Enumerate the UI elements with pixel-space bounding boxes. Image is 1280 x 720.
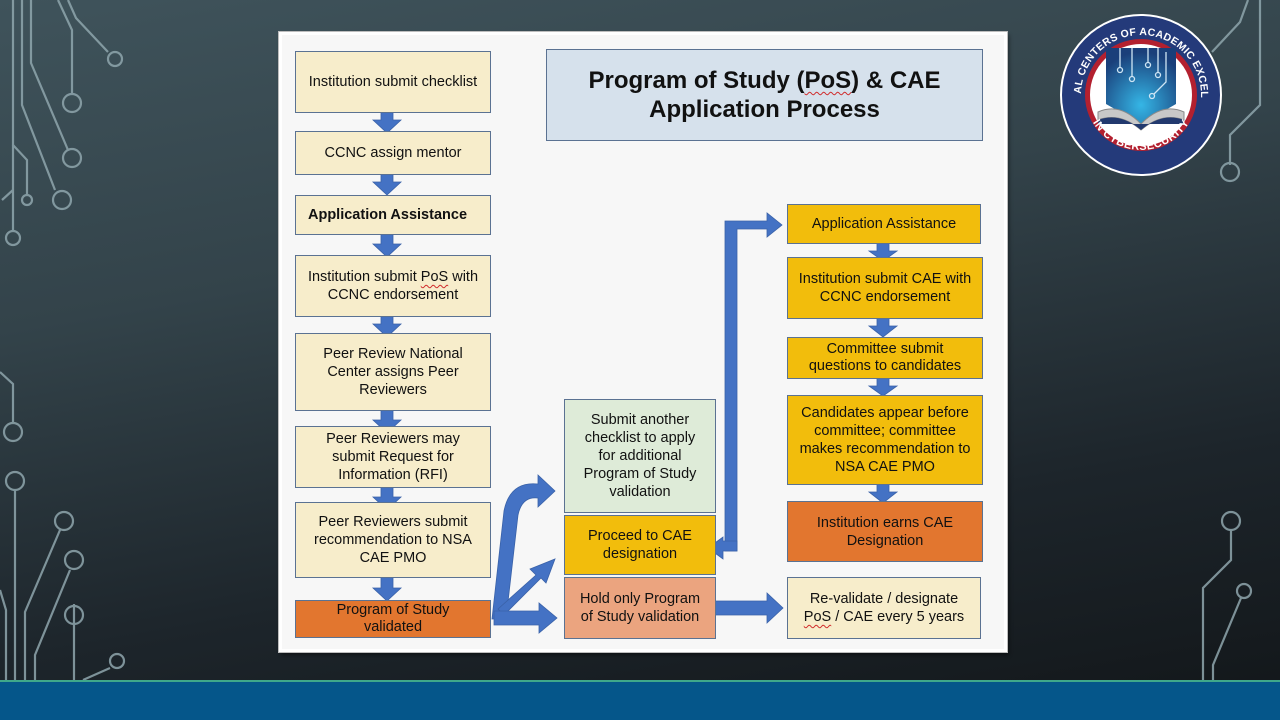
arrow-right-to-hold bbox=[493, 602, 558, 634]
step-label: CCNC assign mentor bbox=[324, 145, 462, 161]
step-label: Program of Study validated bbox=[336, 602, 450, 635]
arrow-down-3 bbox=[371, 232, 403, 258]
title-text-pos: PoS bbox=[804, 67, 852, 94]
label-part: / CAE every 5 years bbox=[831, 609, 965, 625]
step-label: Institution earns CAE Designation bbox=[816, 514, 954, 549]
step-submit-cae: Institution submit CAE with CCNC endorse… bbox=[787, 257, 983, 319]
title-text-line2: Application Process bbox=[649, 96, 880, 123]
arrow-down-r2 bbox=[867, 316, 899, 338]
step-label: Proceed to CAE designation bbox=[588, 528, 692, 562]
label-part: Re-validate / designate bbox=[809, 591, 959, 607]
arrow-curve-to-another-checklist bbox=[491, 474, 556, 620]
step-proceed-cae: Proceed to CAE designation bbox=[564, 515, 716, 575]
step-hold-pos: Hold only Program of Study validation bbox=[564, 577, 716, 639]
step-committee-questions: Committee submit questions to candidates bbox=[787, 337, 983, 379]
slide-canvas: Program of Study (PoS) & CAE Application… bbox=[279, 32, 1007, 652]
step-earns-cae: Institution earns CAE Designation bbox=[787, 501, 983, 562]
label-part: with CCNC endorsement bbox=[327, 269, 479, 303]
step-label: Application Assistance bbox=[811, 216, 957, 232]
nca-e-cybersecurity-logo: NATIONAL CENTERS OF ACADEMIC EXCELLENCE … bbox=[1058, 12, 1222, 176]
title-text-part: ) & CAE bbox=[851, 67, 941, 94]
step-label: Hold only Program of Study validation bbox=[579, 591, 701, 625]
arrow-right-to-revalidate bbox=[713, 592, 784, 624]
step-label: Candidates appear before committee; comm… bbox=[799, 405, 971, 475]
step-another-checklist: Submit another checklist to apply for ad… bbox=[564, 399, 716, 513]
step-label: Submit another checklist to apply for ad… bbox=[583, 412, 697, 500]
title-text-part: Program of Study ( bbox=[588, 67, 805, 94]
label-pos: PoS bbox=[803, 609, 832, 625]
step-peer-rfi: Peer Reviewers may submit Request for In… bbox=[295, 426, 491, 488]
arrow-elbow-proceed-to-cae bbox=[724, 212, 783, 552]
step-application-assistance: Application Assistance bbox=[295, 195, 491, 235]
arrow-down-r4 bbox=[867, 482, 899, 504]
step-label: Committee submit questions to candidates bbox=[808, 341, 962, 374]
step-pos-validated: Program of Study validated bbox=[295, 600, 491, 638]
arrow-down-r3 bbox=[867, 377, 899, 397]
step-label: Peer Review National Center assigns Peer… bbox=[323, 346, 463, 398]
step-label: Peer Reviewers may submit Request for In… bbox=[326, 431, 460, 483]
step-label: Application Assistance bbox=[308, 207, 468, 223]
step-label: Institution submit CAE with CCNC endorse… bbox=[798, 271, 972, 305]
arrow-diagonal-to-proceed bbox=[497, 558, 556, 616]
footer-bar bbox=[0, 680, 1280, 720]
step-peer-review-center: Peer Review National Center assigns Peer… bbox=[295, 333, 491, 411]
step-assign-mentor: CCNC assign mentor bbox=[295, 131, 491, 175]
step-submit-checklist: Institution submit checklist bbox=[295, 51, 491, 113]
step-cae-application-assistance: Application Assistance bbox=[787, 204, 981, 244]
page-title: Program of Study (PoS) & CAE Application… bbox=[546, 49, 983, 141]
circuit-background-decoration bbox=[0, 0, 1262, 680]
step-submit-pos: Institution submit PoS with CCNC endorse… bbox=[295, 255, 491, 317]
step-label: Institution submit checklist bbox=[308, 74, 478, 90]
label-pos: PoS bbox=[420, 269, 449, 285]
step-candidates-appear: Candidates appear before committee; comm… bbox=[787, 395, 983, 485]
arrow-down-7 bbox=[371, 575, 403, 602]
step-label: Institution submit PoS with CCNC endorse… bbox=[302, 268, 484, 304]
step-label: Peer Reviewers submit recommendation to … bbox=[314, 514, 472, 566]
step-peer-recommendation: Peer Reviewers submit recommendation to … bbox=[295, 502, 491, 578]
label-part: Institution submit bbox=[307, 269, 421, 285]
